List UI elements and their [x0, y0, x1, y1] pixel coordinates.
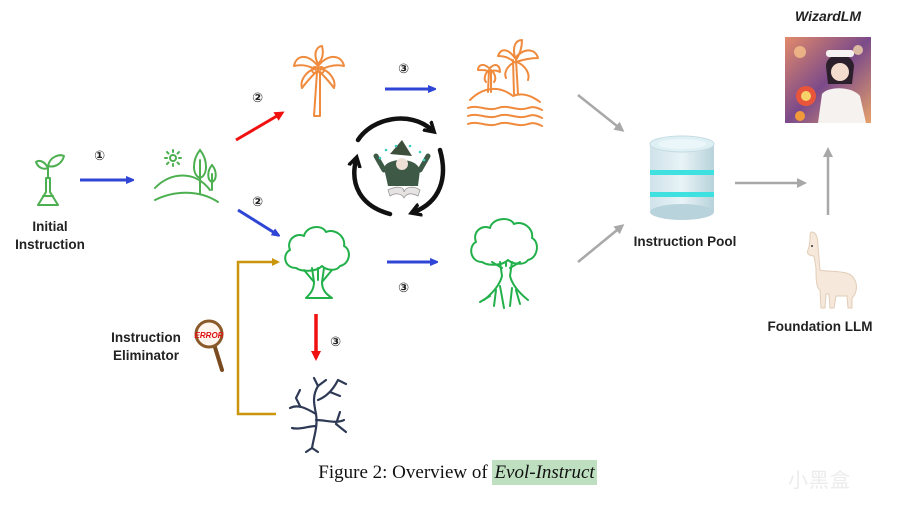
initial-label-line2: Instruction — [15, 237, 85, 252]
caption-highlight: Evol-Instruct — [492, 460, 597, 485]
tree-with-roots-icon — [470, 218, 538, 309]
eliminator-feedback-line — [236, 258, 280, 416]
step-3-top-label: ③ — [398, 62, 409, 77]
dead-tree-icon — [288, 376, 348, 454]
wizardlm-label: WizardLM — [795, 8, 861, 24]
caption-prefix: Figure 2: Overview of — [318, 462, 493, 483]
tree-to-pool-arrow — [577, 224, 625, 263]
wizard-cycle-icon — [354, 116, 446, 214]
palm-island-icon — [467, 39, 543, 127]
watermark-logo: 小黑盒 — [788, 468, 851, 492]
step-3-mid-label: ③ — [398, 281, 409, 296]
in-breadth-arrow — [235, 111, 285, 142]
palm-tree-icon — [293, 45, 345, 117]
database-icon — [649, 135, 715, 220]
sun-hills-trees-icon — [154, 148, 219, 203]
alpaca-icon — [807, 231, 857, 309]
in-depth-arrow — [237, 208, 278, 235]
figure-caption: Figure 2: Overview of Evol-Instruct — [0, 460, 915, 485]
step-1-label: ① — [94, 149, 105, 164]
eliminator-label-line1: Instruction — [111, 330, 181, 345]
step-2-top-label: ② — [252, 91, 263, 106]
magnifier-error-icon: ERROR — [194, 319, 224, 372]
error-text: ERROR — [195, 331, 224, 340]
tree-icon — [284, 226, 350, 299]
instruction-pool-label: Instruction Pool — [633, 234, 737, 249]
plant-flask-icon — [35, 154, 65, 206]
eliminator-label-line2: Eliminator — [112, 348, 179, 363]
wizard-figure — [373, 140, 431, 199]
step-2-bottom-label: ② — [252, 195, 263, 210]
initial-label-line1: Initial — [32, 219, 68, 234]
step-3-down-label: ③ — [330, 335, 341, 350]
foundation-llm-label: Foundation LLM — [767, 319, 873, 334]
wizard-portrait-image — [785, 37, 871, 123]
island-to-pool-arrow — [577, 94, 625, 132]
initial-instruction-label: Initial Instruction — [0, 218, 100, 254]
instruction-eliminator-label: Instruction Eliminator — [96, 329, 196, 365]
